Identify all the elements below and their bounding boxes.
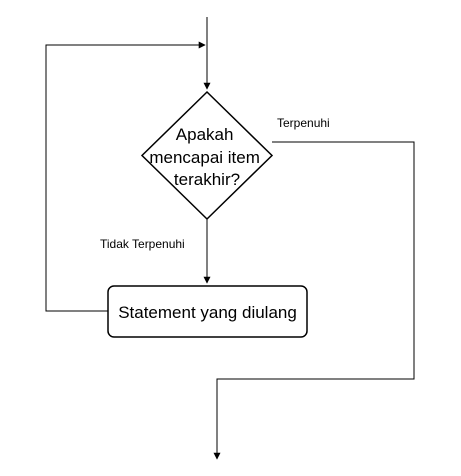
process-box [107,285,308,338]
yes-edge-arrow [213,141,415,460]
process-label: Statement yang diulang [118,303,297,322]
decision-label-line-3: terakhir? [174,170,240,189]
no-edge-label: Tidak Terpenuhi [100,237,185,251]
loop-back-arrow [45,41,206,312]
decision-label-line-2: mencapai item [149,148,260,167]
yes-edge-label: Terpenuhi [277,116,330,130]
decision-label-line-1: Apakah [176,125,234,144]
decision-label: Apakah mencapai item terakhir? [149,125,264,189]
